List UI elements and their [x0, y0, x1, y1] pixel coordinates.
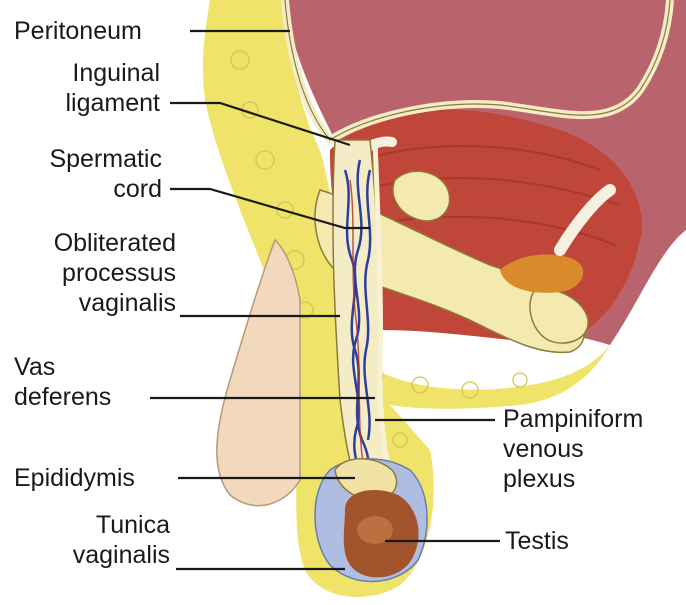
- label-pampiniform-line1: Pampiniform: [503, 404, 643, 434]
- penis-skin: [217, 240, 300, 506]
- label-inguinal-ligament: Inguinal ligament: [40, 58, 160, 118]
- label-vas-deferens-line1: Vas: [14, 352, 111, 382]
- label-obliterated-processus-vaginalis: Obliterated processus vaginalis: [14, 228, 176, 318]
- label-obliterated-line3: vaginalis: [14, 288, 176, 318]
- label-pampiniform-line3: plexus: [503, 464, 643, 494]
- label-testis: Testis: [505, 526, 569, 556]
- label-pampiniform-line2: venous: [503, 434, 643, 464]
- label-tunica-vaginalis-line1: Tunica: [20, 510, 170, 540]
- label-vas-deferens: Vas deferens: [14, 352, 111, 412]
- label-obliterated-line1: Obliterated: [14, 228, 176, 258]
- label-spermatic-cord: Spermatic cord: [20, 144, 162, 204]
- label-epididymis: Epididymis: [14, 463, 135, 493]
- testis-highlight: [357, 516, 393, 544]
- label-vas-deferens-line2: deferens: [14, 382, 111, 412]
- label-spermatic-cord-line2: cord: [20, 174, 162, 204]
- label-pampiniform-venous-plexus: Pampiniform venous plexus: [503, 404, 643, 494]
- label-inguinal-ligament-line2: ligament: [40, 88, 160, 118]
- label-spermatic-cord-line1: Spermatic: [20, 144, 162, 174]
- label-obliterated-line2: processus: [14, 258, 176, 288]
- label-peritoneum: Peritoneum: [14, 16, 142, 46]
- label-inguinal-ligament-line1: Inguinal: [40, 58, 160, 88]
- label-tunica-vaginalis: Tunica vaginalis: [20, 510, 170, 570]
- label-tunica-vaginalis-line2: vaginalis: [20, 540, 170, 570]
